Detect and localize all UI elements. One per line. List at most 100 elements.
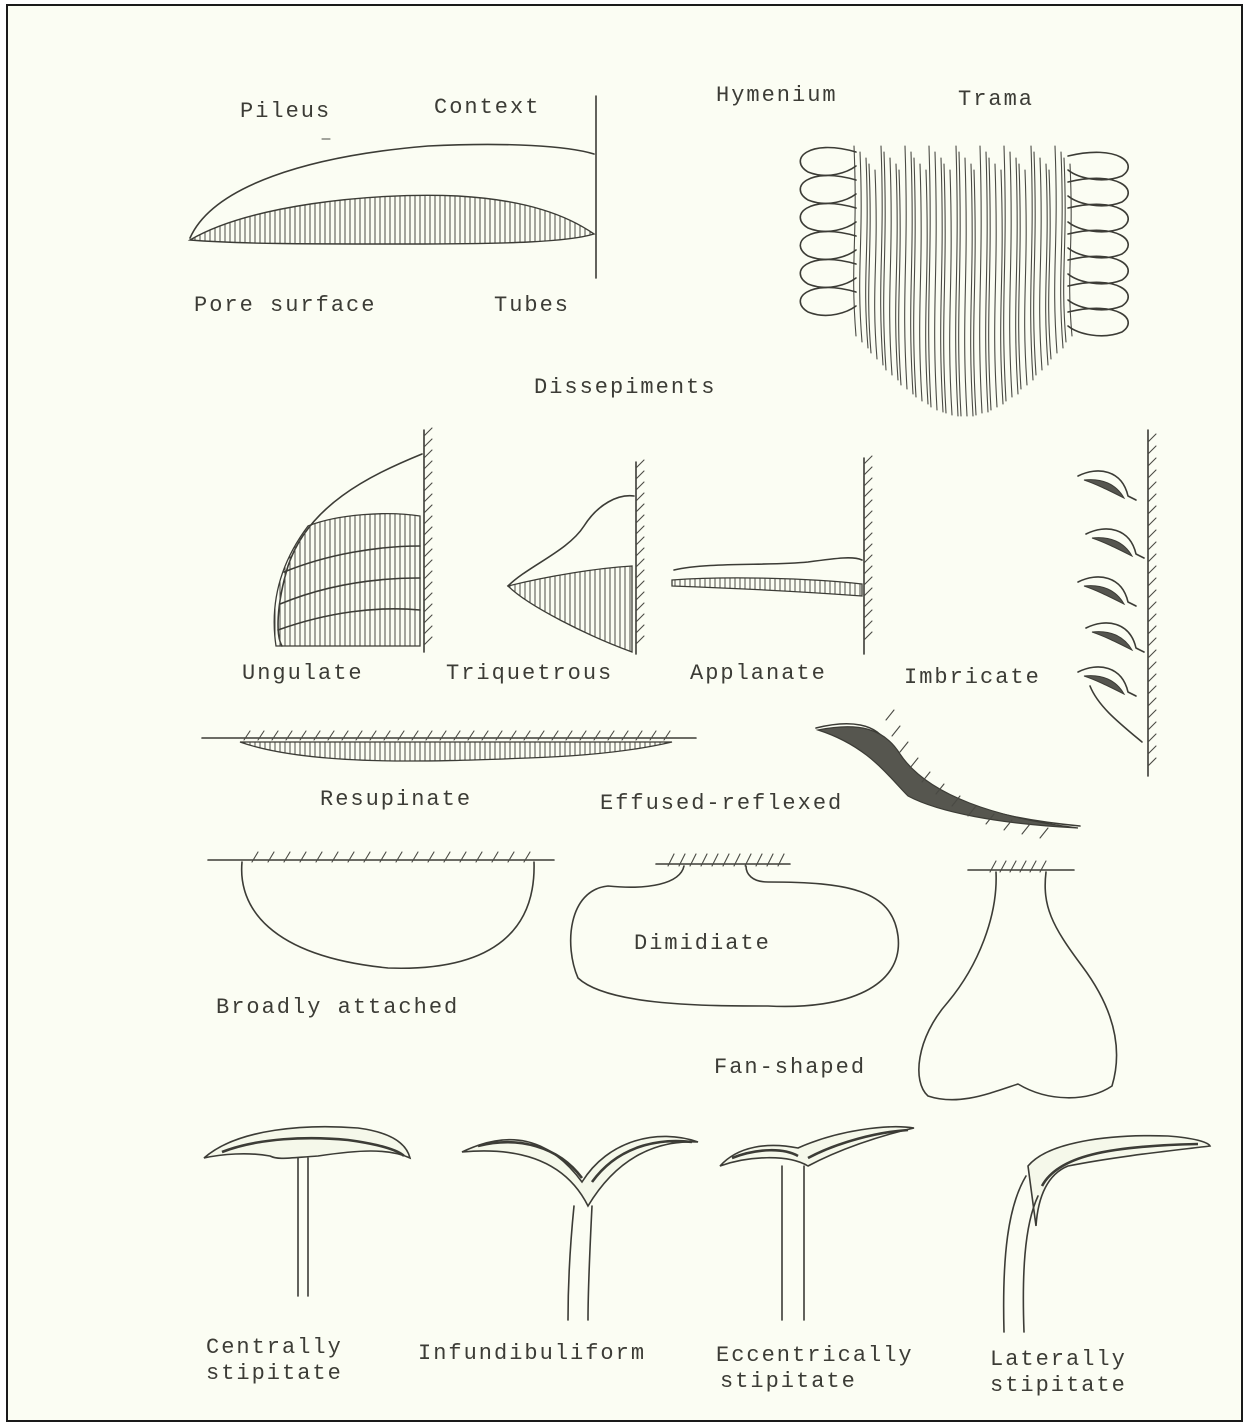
sketch-stroke (800, 231, 856, 259)
sketch-stroke (1148, 746, 1156, 754)
sketch-stroke (636, 614, 644, 622)
imbricate-sketch (1078, 430, 1156, 776)
sketch-stroke (800, 175, 856, 203)
sketch-stroke (1001, 170, 1003, 404)
sketch-stroke (900, 742, 908, 752)
sketch-stroke (1068, 204, 1128, 231)
sketch-stroke (864, 489, 872, 497)
sketch-stroke (864, 522, 872, 530)
sketch-stroke (864, 456, 872, 464)
sketch-stroke (1025, 170, 1027, 385)
sketch-stroke (892, 726, 900, 736)
sketch-stroke (869, 164, 871, 353)
sketch-stroke (1148, 614, 1156, 622)
label-context: Context (434, 96, 540, 120)
broadly-attached-sketch (208, 852, 554, 968)
sketch-stroke (911, 152, 913, 394)
sketch-stroke (864, 544, 872, 552)
sketch-stroke (864, 467, 872, 475)
sketch-stroke (1092, 538, 1132, 556)
label-laterally-stipitate: stipitate (990, 1374, 1127, 1398)
sketch-stroke (910, 758, 918, 768)
label-effused-reflexed: Effused-reflexed (600, 792, 843, 816)
label-fan-shaped: Fan-shaped (714, 1056, 866, 1080)
sketch-stroke (1148, 446, 1156, 454)
sketch-stroke (986, 152, 988, 412)
sketch-stroke (636, 559, 644, 567)
sketch-stroke (424, 439, 432, 447)
label-imbricate: Imbricate (904, 666, 1041, 690)
sketch-stroke (800, 203, 856, 231)
sketch-stroke (899, 170, 901, 385)
sketch-stroke (424, 549, 432, 557)
sketch-stroke (995, 164, 997, 407)
sketch-stroke (1068, 152, 1128, 179)
sketch-stroke (424, 582, 432, 590)
sketch-stroke (864, 599, 872, 607)
label-eccentrically-stipitate: stipitate (720, 1370, 857, 1394)
fan-shaped-sketch (919, 861, 1117, 1100)
label-trama: Trama (958, 88, 1034, 112)
sketch-stroke (1084, 586, 1124, 604)
sketch-stroke (864, 621, 872, 629)
figure-frame: Pileus Context Hymenium Trama Pore surfa… (6, 4, 1243, 1422)
label-resupinate: Resupinate (320, 788, 472, 812)
sketch-stroke (424, 571, 432, 579)
sketch-stroke (1064, 158, 1066, 342)
sketch-stroke (926, 170, 928, 404)
sketch-stroke (875, 170, 877, 359)
sketch-stroke (1148, 470, 1156, 478)
sketch-stroke (800, 259, 856, 287)
label-triquetrous: Triquetrous (446, 662, 613, 686)
applanate-sketch (672, 456, 872, 654)
ungulate-sketch (274, 428, 432, 652)
label-hymenium: Hymenium (716, 84, 838, 108)
sketch-stroke (424, 516, 432, 524)
label-centrally: Centrally (206, 1336, 343, 1360)
sketch-stroke (1092, 632, 1132, 650)
sketch-stroke (896, 164, 898, 380)
sketch-stroke (989, 158, 991, 410)
sketch-stroke (905, 146, 907, 389)
sketch-stroke (1068, 282, 1128, 309)
sketch-stroke (1055, 146, 1057, 353)
sketch-stroke (1148, 506, 1156, 514)
sketch-stroke (886, 710, 894, 720)
sketch-stroke (864, 511, 872, 519)
sketch-stroke (864, 555, 872, 563)
sketch-stroke (424, 626, 432, 634)
sketch-stroke (971, 164, 973, 416)
sketch-stroke (864, 533, 872, 541)
sketch-stroke (1031, 146, 1033, 380)
sketch-stroke (1068, 256, 1128, 283)
sketch-stroke (636, 570, 644, 578)
sketch-stroke (424, 428, 432, 436)
sketch-stroke (424, 461, 432, 469)
sketch-stroke (965, 158, 967, 416)
sketch-stroke (1148, 662, 1156, 670)
sketch-stroke (1148, 566, 1156, 574)
sketch-stroke (424, 538, 432, 546)
sketch-stroke (890, 158, 892, 375)
sketch-stroke (944, 164, 946, 413)
sketch-stroke (1022, 824, 1030, 834)
sketch-stroke (1148, 650, 1156, 658)
sketch-stroke (636, 592, 644, 600)
sketch-stroke (424, 604, 432, 612)
sketch-stroke (1068, 308, 1128, 335)
sketch-stroke (424, 483, 432, 491)
sketch-stroke (1148, 626, 1156, 634)
sketch-stroke (1046, 164, 1048, 365)
sketch-stroke (1068, 230, 1128, 257)
sketch-stroke (1148, 494, 1156, 502)
laterally-stipitate-sketch (1004, 1136, 1210, 1332)
sketch-stroke (1084, 676, 1124, 694)
sketch-stroke (800, 287, 856, 315)
sketch-stroke (864, 478, 872, 486)
sketch-stroke (935, 152, 937, 410)
sketch-stroke (1148, 518, 1156, 526)
label-laterally: Laterally (990, 1348, 1127, 1372)
sketch-stroke (1010, 152, 1012, 397)
label-eccentrically: Eccentrically (716, 1344, 914, 1368)
sketch-stroke (914, 158, 916, 397)
